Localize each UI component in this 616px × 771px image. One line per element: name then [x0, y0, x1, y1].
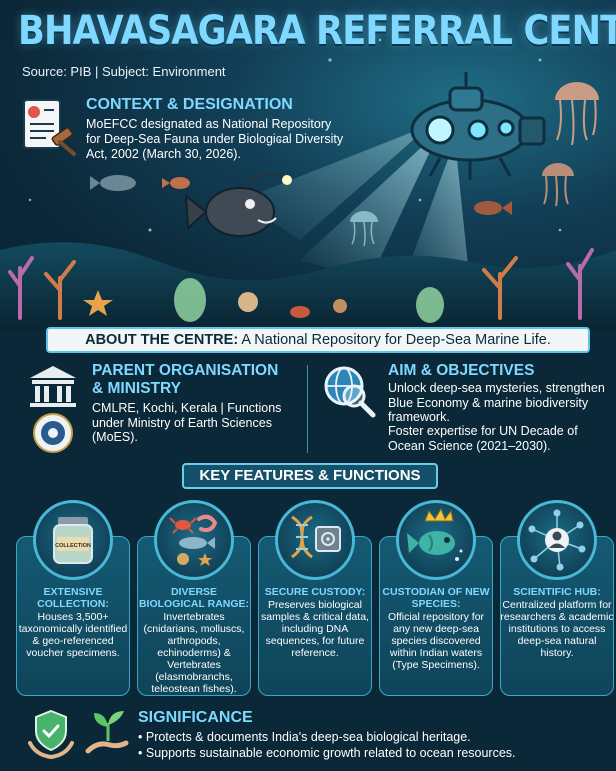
significance-list: Protects & documents India's deep-sea bi…: [138, 729, 608, 761]
parent-heading-line2: & MINISTRY: [92, 380, 181, 397]
section-divider: [307, 365, 308, 453]
feature-title-biological-range: DIVERSE BIOLOGICAL RANGE:: [138, 586, 250, 610]
source-subject-line: Source: PIB | Subject: Environment: [22, 64, 226, 79]
feature-text-collection: Houses 3,500+ taxonomically identified &…: [18, 611, 128, 659]
legal-document-gavel-icon: [23, 99, 76, 156]
crowned-fish-icon: [407, 507, 463, 561]
crab-icon: [290, 306, 310, 318]
jellyfish-icon: [350, 211, 378, 247]
parent-text: CMLRE, Kochi, Kerala | Functions under M…: [92, 401, 282, 444]
significance-point: Supports sustainable economic growth rel…: [138, 745, 608, 761]
feature-icon-circle: [396, 500, 476, 580]
parent-heading-line1: PARENT ORGANISATION: [92, 362, 279, 379]
about-text: A National Repository for Deep-Sea Marin…: [238, 332, 551, 348]
light-beam: [300, 130, 440, 280]
feature-card-secure-custody: [258, 536, 372, 696]
dna-safe-icon: [291, 515, 341, 559]
feature-title-scientific-hub: SCIENTIFIC HUB:: [513, 586, 601, 598]
significance-point: Protects & documents India's deep-sea bi…: [138, 729, 608, 745]
feature-card-new-species: [379, 536, 493, 696]
feature-icon-circle: COLLECTION: [33, 500, 113, 580]
context-text: MoEFCC designated as National Repository…: [86, 117, 344, 161]
bioluminescent-particles: [28, 38, 562, 232]
feature-title-collection: EXTENSIVE COLLECTION:: [37, 586, 109, 610]
aim-text-secondary: Foster expertise for UN Decade of Ocean …: [388, 424, 578, 453]
light-beam: [240, 125, 430, 240]
sea-floor: [0, 242, 616, 330]
feature-icon-circle: [154, 500, 234, 580]
fish-icon: [162, 177, 190, 189]
significance-heading: SIGNIFICANCE: [138, 709, 253, 726]
hero-ocean-scene: BHAVASAGARA REFERRAL CENTRE Source: PIB …: [0, 0, 616, 330]
about-the-centre-banner: ABOUT THE CENTRE: A National Repository …: [46, 327, 590, 353]
feature-text-secure-custody: Preserves biological samples & critical …: [261, 599, 369, 659]
page-title: BHAVASAGARA REFERRAL CENTRE: [18, 8, 616, 54]
shield-hands-icon: [28, 709, 74, 759]
coral-icon: [44, 256, 518, 320]
starfish-icon: [83, 290, 113, 316]
jellyfish-icon: [555, 82, 599, 146]
deep-sea-illustration: [0, 38, 616, 330]
feature-text-scientific-hub: Centralized platform for researchers & a…: [500, 599, 614, 659]
about-label: ABOUT THE CENTRE:: [85, 332, 239, 348]
seedling-hand-icon: [85, 711, 129, 754]
specimen-jar-icon: COLLECTION: [53, 517, 93, 564]
feature-text-biological-range: Invertebrates (cnidarians, molluscs, art…: [143, 611, 245, 695]
ministry-emblem-icon: [33, 413, 73, 453]
coral-icon: [8, 248, 594, 320]
key-features-heading: KEY FEATURES & FUNCTIONS: [182, 463, 438, 489]
aim-heading: AIM & OBJECTIVES: [388, 362, 535, 379]
aim-text-primary: Unlock deep-sea mysteries, strengthen Bl…: [388, 381, 605, 424]
anglerfish-icon: [184, 173, 292, 237]
submarine-icon: [410, 72, 546, 180]
scientist-network-icon: [528, 509, 586, 571]
feature-text-new-species: Official repository for any new deep-sea…: [387, 611, 485, 671]
feature-icon-circle: [275, 500, 355, 580]
fish-icon: [90, 175, 136, 191]
sea-anemone-icon: [174, 278, 444, 323]
context-heading: CONTEXT & DESIGNATION: [86, 96, 293, 113]
shell-icon: [238, 292, 347, 313]
globe-magnifier-icon: [324, 366, 376, 418]
feature-icon-circle: [517, 500, 597, 580]
fish-icon: [474, 201, 512, 215]
feature-title-new-species: CUSTODIAN OF NEW SPECIES:: [382, 586, 490, 610]
jellyfish-icon: [542, 163, 574, 207]
jar-label: COLLECTION: [55, 543, 91, 549]
marine-animals-icon: [169, 514, 218, 566]
light-beam: [400, 140, 470, 290]
government-building-icon: [30, 366, 76, 407]
feature-title-secure-custody: SECURE CUSTODY:: [264, 586, 366, 598]
